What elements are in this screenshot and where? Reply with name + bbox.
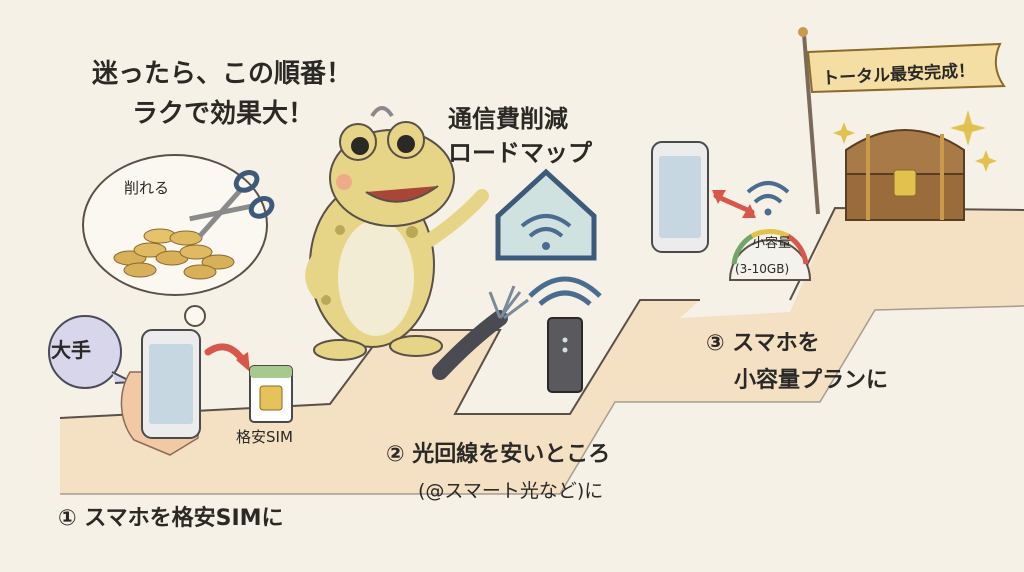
home-wifi-icon	[495, 168, 597, 261]
carrier-bubble	[48, 315, 136, 389]
headline: 迷ったら、この順番！ ラクで効果大！	[92, 54, 352, 134]
headline-line2: ラクで効果大！	[132, 99, 315, 129]
step-2-label: ② 光回線を安いところ	[386, 442, 611, 467]
roadmap-title-line1: 通信費削減	[448, 105, 568, 133]
step-3-label: ③ スマホを	[706, 331, 820, 356]
treasure-chest-icon	[845, 129, 965, 221]
swap-arrow-icon	[713, 193, 755, 215]
router-icon	[528, 276, 602, 393]
sim-card-icon	[249, 365, 293, 423]
fiber-cable-icon	[432, 285, 529, 380]
headline-line1: 迷ったら、この順番！	[92, 59, 353, 89]
swap-arrow-head-left	[712, 190, 726, 204]
step-1-label: ① スマホを格安SIMに	[58, 506, 284, 531]
step-2-sublabel: (@スマート光など)に	[418, 480, 604, 502]
thought-bubble	[82, 154, 268, 344]
banner-flag	[798, 27, 1006, 215]
roadmap-title-line2: ロードマップ	[448, 139, 592, 167]
sparkle-icon	[833, 110, 997, 172]
wifi-icon	[746, 181, 790, 216]
smartphone-icon	[651, 141, 709, 253]
frog-mascot	[305, 106, 489, 361]
sim-label: 格安SIM	[236, 428, 293, 446]
step-3-sublabel: 小容量プランに	[734, 368, 889, 393]
scissors-icon	[189, 170, 275, 238]
hand-phone-icon	[120, 329, 201, 456]
data-gauge	[728, 228, 812, 281]
carrier-bubble-label: 大手	[51, 338, 91, 362]
roadmap-title: 通信費削減 ロードマップ	[448, 102, 592, 170]
swap-arrow-head-right	[742, 204, 756, 218]
arrow-head	[236, 352, 250, 372]
staircase-outline-lower	[60, 305, 1024, 495]
staircase-path	[60, 208, 1024, 494]
coin-pile-icon	[113, 228, 235, 280]
thought-bubble-label: 削れる	[124, 179, 170, 197]
gauge-label: 小容量	[752, 236, 792, 251]
gauge-range: (3-10GB)	[735, 262, 790, 276]
